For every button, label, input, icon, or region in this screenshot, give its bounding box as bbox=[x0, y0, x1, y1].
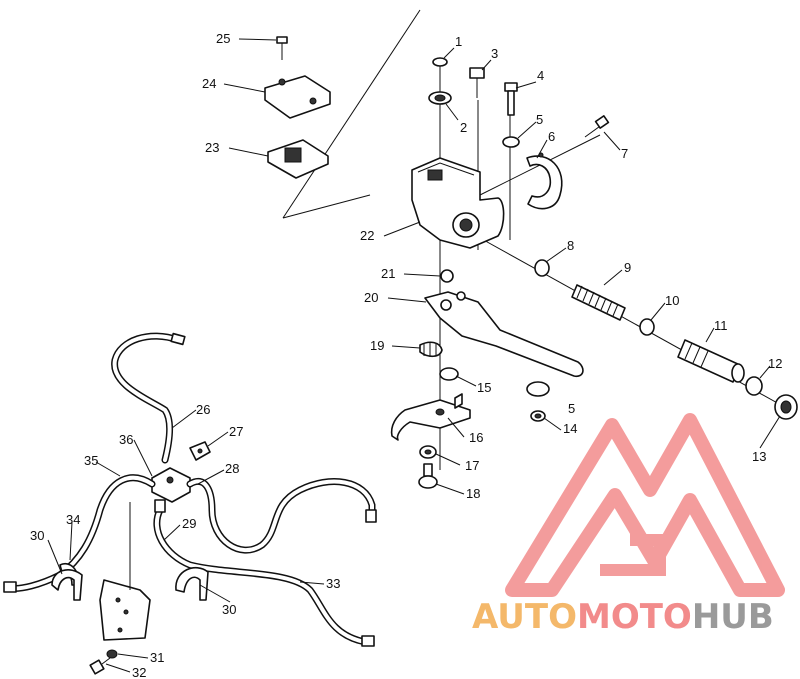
part-20-lever bbox=[424, 291, 584, 378]
callout-23: 23 bbox=[205, 140, 219, 155]
callout-16: 16 bbox=[469, 430, 483, 445]
callout-11: 11 bbox=[714, 318, 728, 333]
part-31-washer bbox=[106, 649, 118, 659]
callout-9: 9 bbox=[624, 260, 631, 275]
part-27-fitting bbox=[189, 441, 211, 461]
watermark-g-icon bbox=[600, 534, 666, 576]
callout-8: 8 bbox=[567, 238, 574, 253]
callout-24: 24 bbox=[202, 76, 216, 91]
callout-29: 29 bbox=[182, 516, 196, 531]
part-5-washer-bottom bbox=[526, 381, 550, 397]
part-24-cover bbox=[264, 75, 331, 119]
part-36-junction-block bbox=[151, 467, 191, 503]
callout-2: 2 bbox=[460, 120, 467, 135]
callout-12: 12 bbox=[768, 356, 782, 371]
callout-13: 13 bbox=[752, 449, 766, 464]
callout-1: 1 bbox=[455, 34, 462, 49]
callout-20: 20 bbox=[364, 290, 378, 305]
part-2-cap bbox=[428, 91, 452, 105]
watermark-logo bbox=[505, 413, 785, 597]
part-30-clamp-right bbox=[175, 566, 209, 601]
callout-22: 22 bbox=[360, 228, 374, 243]
callout-14: 14 bbox=[563, 421, 577, 436]
part-17-nut bbox=[419, 445, 437, 459]
part-23-diaphragm bbox=[267, 139, 329, 179]
part-11-piston bbox=[677, 339, 745, 383]
callout-18: 18 bbox=[466, 486, 480, 501]
callout-32: 32 bbox=[132, 665, 146, 679]
part-16-bracket bbox=[390, 393, 471, 441]
callout-33: 33 bbox=[326, 576, 340, 591]
part-10-washer bbox=[639, 318, 655, 336]
part-30-clamp-left bbox=[51, 569, 83, 601]
callout-34: 34 bbox=[66, 512, 80, 527]
part-4-pin bbox=[504, 82, 518, 116]
part-5-washer-top bbox=[502, 136, 520, 148]
callout-30-right: 30 bbox=[222, 602, 236, 617]
part-3-bolt bbox=[469, 67, 485, 98]
callout-4: 4 bbox=[537, 68, 544, 83]
part-28-hose bbox=[186, 477, 376, 554]
callout-labels: 1 2 3 4 5 5 6 7 8 9 10 11 12 13 14 15 16… bbox=[30, 31, 782, 679]
part-25-screw bbox=[276, 36, 288, 60]
callout-26: 26 bbox=[196, 402, 210, 417]
callout-6: 6 bbox=[548, 129, 555, 144]
callout-28: 28 bbox=[225, 461, 239, 476]
watermark-part-hub: HUB bbox=[692, 597, 774, 637]
callout-10: 10 bbox=[665, 293, 679, 308]
callout-31: 31 bbox=[150, 650, 164, 665]
callout-3: 3 bbox=[491, 46, 498, 61]
part-14-nut bbox=[530, 410, 546, 422]
callout-35: 35 bbox=[84, 453, 98, 468]
part-12-ring bbox=[745, 376, 763, 396]
leader-lines bbox=[47, 38, 781, 673]
watermark-part-auto: AUTO bbox=[472, 597, 577, 637]
part-19-spring bbox=[419, 341, 443, 358]
part-18-screw bbox=[418, 463, 438, 489]
callout-19: 19 bbox=[370, 338, 384, 353]
part-1-washer bbox=[432, 57, 448, 67]
part-8-washer bbox=[534, 259, 550, 277]
callout-5-top: 5 bbox=[536, 112, 543, 127]
hose-assembly-group bbox=[3, 332, 377, 675]
part-13-boot bbox=[774, 394, 798, 420]
callout-27: 27 bbox=[229, 424, 243, 439]
watermark-triangle-icon bbox=[505, 413, 785, 597]
callout-15: 15 bbox=[477, 380, 491, 395]
callout-5-bottom: 5 bbox=[568, 401, 575, 416]
callout-17: 17 bbox=[465, 458, 479, 473]
part-32-bolt bbox=[89, 657, 111, 675]
watermark-text: AUTOMOTOHUB bbox=[472, 597, 774, 637]
reservoir-cover-group bbox=[264, 9, 421, 219]
master-cylinder-group bbox=[390, 57, 798, 489]
callout-21: 21 bbox=[381, 266, 395, 281]
callout-36: 36 bbox=[119, 432, 133, 447]
part-22-master-cylinder bbox=[411, 157, 505, 249]
watermark-part-moto: MOTO bbox=[577, 597, 692, 637]
part-6-clamp bbox=[526, 152, 563, 210]
part-21-bushing bbox=[440, 269, 454, 283]
callout-30-left: 30 bbox=[30, 528, 44, 543]
callout-25: 25 bbox=[216, 31, 230, 46]
part-15-nut bbox=[439, 367, 459, 381]
part-9-spring bbox=[571, 284, 626, 321]
callout-7: 7 bbox=[621, 146, 628, 161]
part-7-screw bbox=[584, 115, 610, 138]
